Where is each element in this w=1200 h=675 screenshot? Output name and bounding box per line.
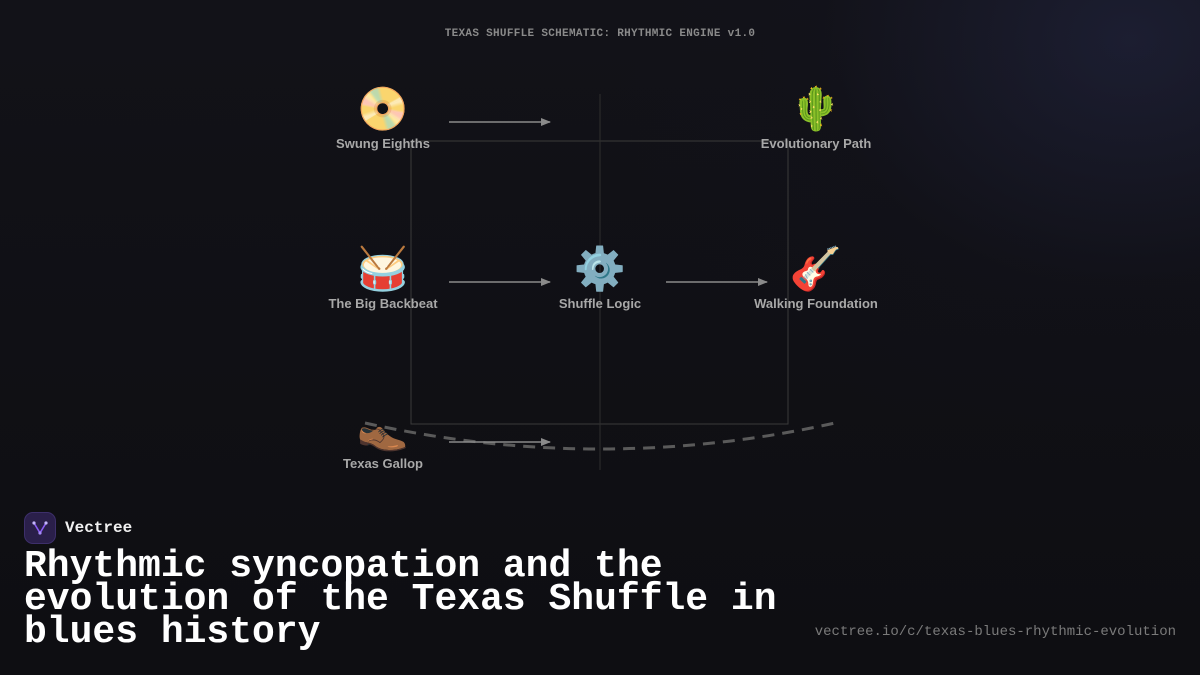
vectree-logo-icon [24, 512, 56, 544]
boot-icon: 👞 [356, 405, 410, 452]
brand: Vectree [24, 512, 132, 544]
node-label: Texas Gallop [343, 456, 423, 471]
dashed-curve [364, 421, 836, 451]
brand-name: Vectree [65, 519, 133, 537]
node-label: Swung Eighths [336, 136, 430, 151]
node-shuffle-logic: ⚙️ Shuffle Logic [510, 244, 690, 311]
node-label: The Big Backbeat [328, 296, 438, 311]
gear-icon: ⚙️ [573, 245, 627, 292]
cactus-icon: 🌵 [789, 85, 843, 132]
page-headline: Rhythmic syncopation and the evolution o… [24, 545, 777, 654]
node-walking-foundation: 🎸 Walking Foundation [726, 244, 906, 311]
node-label: Evolutionary Path [760, 136, 872, 151]
dvd-disc-icon: 📀 [356, 85, 410, 132]
node-label: Shuffle Logic [558, 296, 642, 311]
guitar-icon: 🎸 [789, 245, 843, 292]
node-texas-gallop: 👞 Texas Gallop [293, 404, 473, 471]
schematic-title: TEXAS SHUFFLE SCHEMATIC: RHYTHMIC ENGINE… [444, 28, 756, 40]
node-evolutionary-path: 🌵 Evolutionary Path [726, 84, 906, 151]
source-url: vectree.io/c/texas-blues-rhythmic-evolut… [814, 624, 1176, 640]
drum-icon: 🥁 [356, 245, 410, 292]
node-swung-eighths: 📀 Swung Eighths [293, 84, 473, 151]
node-label: Walking Foundation [754, 296, 878, 311]
node-big-backbeat: 🥁 The Big Backbeat [293, 244, 473, 311]
